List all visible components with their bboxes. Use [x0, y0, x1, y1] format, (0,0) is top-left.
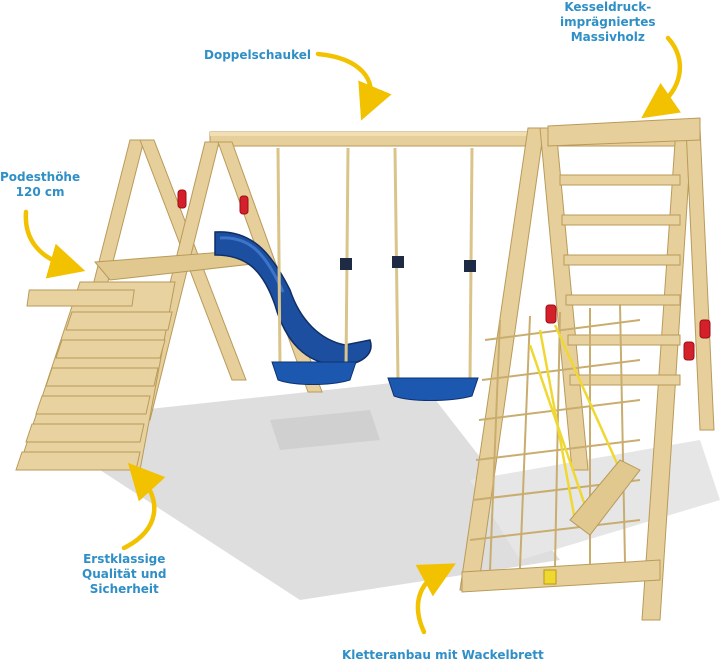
yellow-net — [528, 324, 622, 521]
arrow-double-swing — [315, 51, 392, 121]
label-double-swing: Doppelschaukel — [204, 48, 311, 62]
label-climbing-module: Kletteranbau mit Wackelbrett — [342, 648, 544, 662]
climbing-net — [469, 303, 641, 571]
ramp-steps — [15, 281, 176, 471]
arrow-quality — [121, 462, 166, 551]
arrows — [23, 35, 683, 635]
wobble-board — [569, 459, 641, 536]
swing-left — [271, 147, 357, 385]
swing-right — [387, 147, 479, 401]
arrow-wood — [641, 35, 683, 119]
arrow-climbing — [415, 563, 456, 635]
label-quality-safety: Erstklassige Qualität und Sicherheit — [82, 552, 167, 596]
label-pressure-treated-wood: Kesseldruck- imprägniertes Massivholz — [560, 0, 656, 44]
red-handles — [545, 304, 711, 361]
yellow-bracket — [543, 569, 557, 585]
arrow-height — [23, 209, 86, 279]
label-platform-height: Podesthöhe 120 cm — [0, 170, 81, 199]
ladder-rungs — [559, 174, 681, 386]
